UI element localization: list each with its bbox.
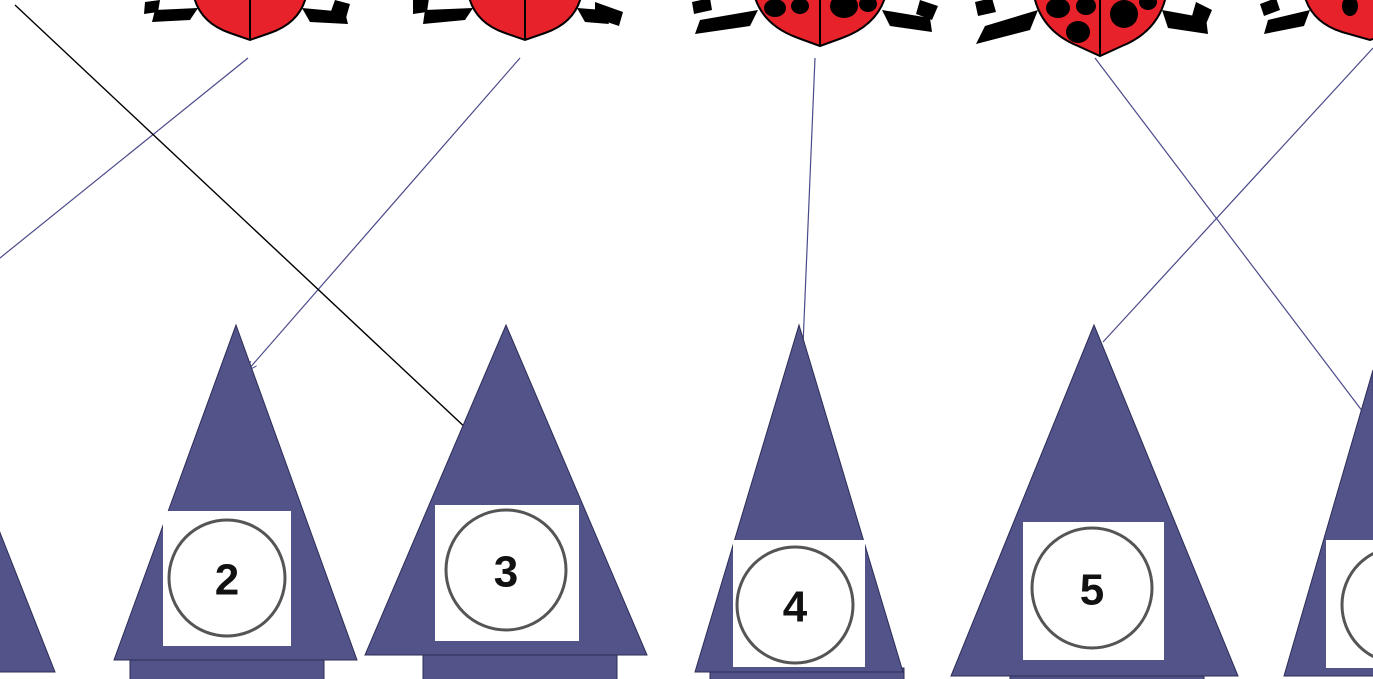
ladybug-2[interactable] (413, 0, 623, 40)
house-2[interactable]: 2 (114, 325, 357, 679)
connector-line[interactable] (1095, 58, 1363, 412)
house-number: 3 (494, 548, 518, 597)
house-4[interactable]: 4 (695, 325, 904, 679)
ladybug-3[interactable] (692, 0, 938, 46)
ladybug-leg (1264, 10, 1310, 34)
ladybug-leg (1260, 0, 1280, 16)
house-3[interactable]: 3 (365, 325, 647, 679)
ladybug-leg (413, 0, 429, 14)
connector-line[interactable] (1103, 48, 1373, 342)
connector-lines (0, 5, 1373, 446)
house-5[interactable]: 5 (951, 325, 1238, 679)
ladybug-leg (423, 8, 473, 24)
house-number: 2 (215, 556, 239, 605)
ladybug-spot (1066, 21, 1090, 43)
house-row: 2 3 4 5 (0, 325, 1373, 679)
ladybug-leg (692, 0, 712, 14)
ladybug-leg (144, 0, 160, 14)
house-1[interactable] (0, 520, 55, 672)
house-number: 5 (1080, 566, 1104, 615)
ladybug-5[interactable] (1260, 0, 1373, 40)
connector-line[interactable] (803, 58, 815, 345)
connector-line[interactable] (248, 58, 520, 370)
ladybug-1[interactable] (144, 0, 350, 40)
ladybug-leg (975, 0, 996, 16)
ladybug-leg (976, 10, 1038, 44)
ladybug-row (144, 0, 1373, 56)
ladybug-shell (1302, 0, 1373, 40)
ladybug-4[interactable] (975, 0, 1212, 56)
ladybug-leg (152, 8, 198, 22)
ladybug-spot (1110, 0, 1138, 28)
house-6[interactable] (1284, 370, 1373, 676)
ladybug-leg (695, 10, 758, 34)
house-roof (0, 520, 55, 672)
connector-line[interactable] (0, 58, 248, 262)
house-number: 4 (783, 583, 808, 632)
